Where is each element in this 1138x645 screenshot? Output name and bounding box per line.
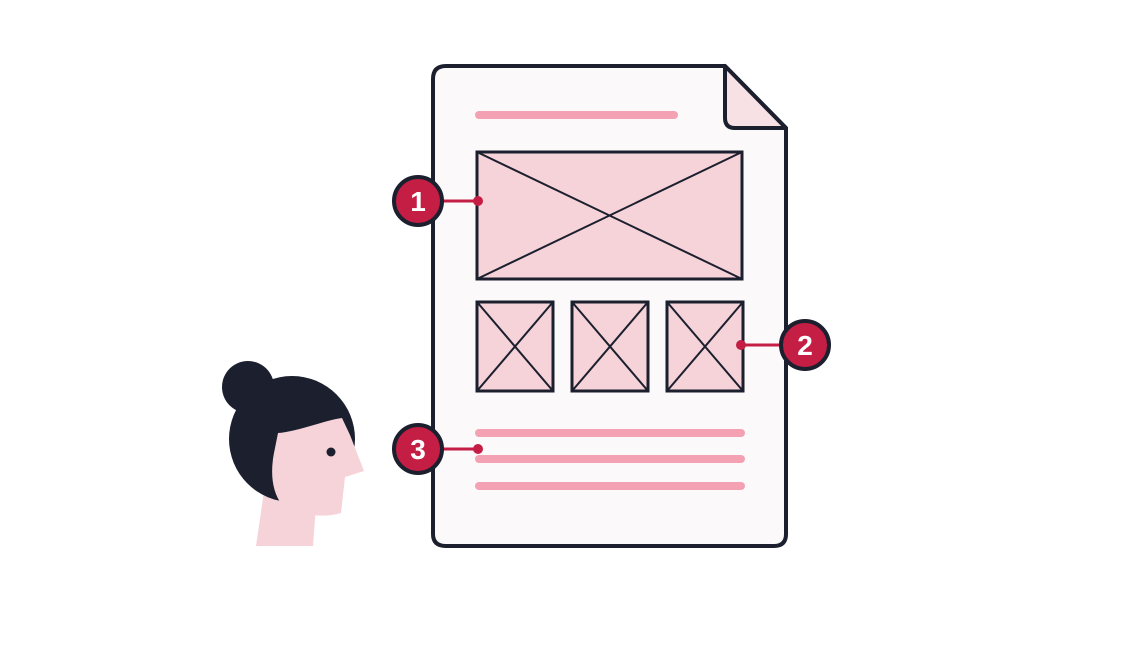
callout-3-dot bbox=[473, 444, 483, 454]
thumbnail-placeholder bbox=[475, 300, 555, 393]
hero-image-placeholder bbox=[475, 150, 744, 281]
callout-2-dot bbox=[736, 340, 746, 350]
thumbnail-placeholder bbox=[570, 300, 650, 393]
callout-2-badge bbox=[779, 319, 831, 371]
person-head-icon bbox=[222, 361, 364, 546]
ear bbox=[273, 448, 293, 474]
callout-2: 2 bbox=[736, 319, 831, 371]
thumbnail-placeholder bbox=[665, 300, 745, 393]
eye bbox=[326, 447, 336, 457]
text-lines bbox=[475, 429, 745, 490]
callout-3: 3 bbox=[392, 423, 483, 475]
thumbnail-row bbox=[475, 300, 745, 393]
callout-1-badge bbox=[392, 175, 444, 227]
document-folded-corner bbox=[723, 64, 788, 130]
face bbox=[272, 418, 364, 516]
wireframe-document-icon bbox=[431, 64, 788, 548]
callout-3-badge bbox=[392, 423, 444, 475]
callout-1-number: 1 bbox=[410, 186, 426, 217]
callout-1-dot bbox=[473, 196, 483, 206]
callout-1: 1 bbox=[392, 175, 483, 227]
callout-2-number: 2 bbox=[797, 330, 813, 361]
callout-3-number: 3 bbox=[410, 434, 426, 465]
